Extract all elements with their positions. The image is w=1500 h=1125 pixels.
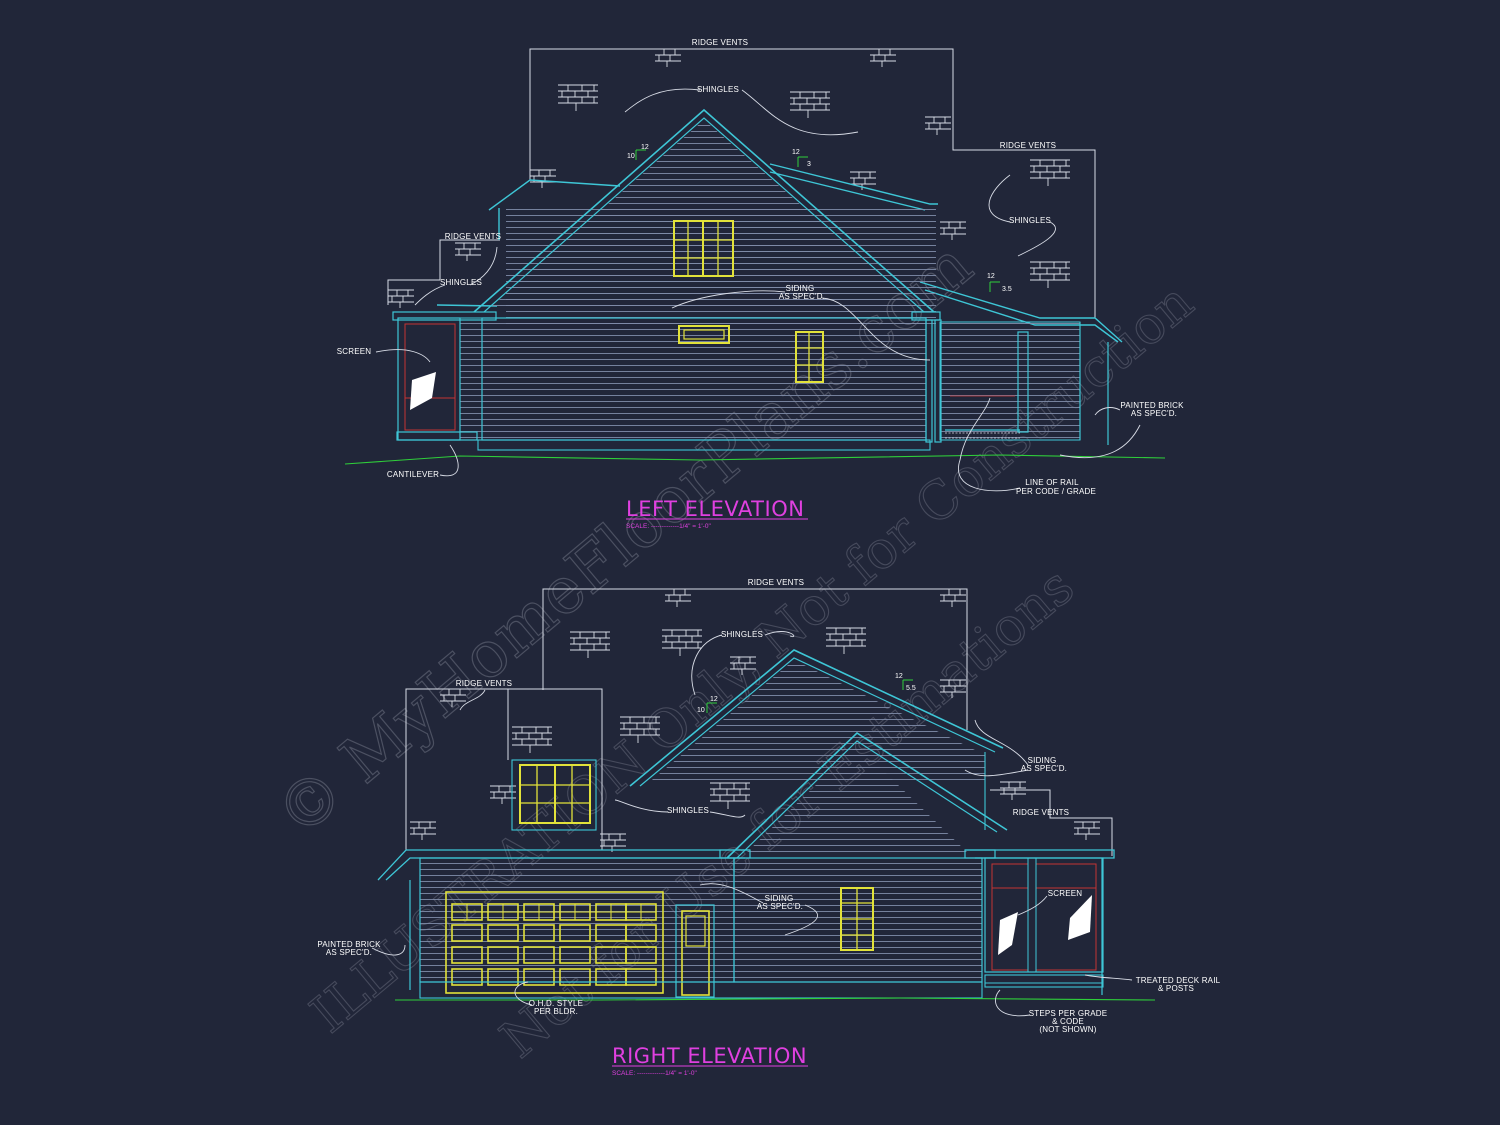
left-roof-outline	[387, 48, 1096, 318]
left-pitch-right-run: 12	[987, 273, 995, 280]
right-service-door	[675, 904, 715, 998]
left-label-ridge-vents-right: RIDGE VENTS	[1000, 141, 1056, 150]
right-main-wall	[733, 857, 983, 983]
right-pitch-symbols	[706, 679, 913, 713]
right-label-siding-right: SIDING	[1028, 756, 1057, 765]
right-upper-gable	[629, 649, 1004, 830]
left-label-siding: SIDING	[786, 284, 815, 293]
right-label-per-bldr: PER BLDR.	[534, 1007, 578, 1016]
left-foundation	[477, 439, 931, 451]
right-label-steps: STEPS PER GRADE	[1029, 1009, 1108, 1018]
right-label-ridge-vents-right: RIDGE VENTS	[1013, 808, 1069, 817]
left-main-gable	[473, 108, 935, 313]
left-grade-line	[344, 454, 1166, 465]
right-elevation-scale: SCALE: -------------1/4" = 1'-0"	[612, 1070, 697, 1077]
left-label-screen: SCREEN	[337, 347, 372, 356]
left-pitch-mid-rise: 3	[807, 161, 811, 168]
left-deck-rail	[945, 432, 1020, 439]
right-label-shingles-mid: SHINGLES	[667, 806, 709, 815]
left-label-painted-brick-spec: AS SPEC'D.	[1131, 409, 1177, 418]
left-elevation-title: LEFT ELEVATION	[626, 497, 804, 521]
left-pitch-main-rise: 10	[627, 153, 635, 160]
right-label-treated-deck: TREATED DECK RAIL	[1136, 976, 1221, 985]
left-leaders	[375, 88, 1141, 492]
right-grade-line	[395, 997, 1156, 1001]
right-label-screen: SCREEN	[1048, 889, 1083, 898]
left-transom-window	[678, 325, 730, 344]
left-side-window	[795, 331, 824, 383]
right-label-siding-right-spec: AS SPEC'D.	[1021, 764, 1067, 773]
left-pitch-main-run: 12	[641, 144, 649, 151]
right-pitch-right-run: 12	[895, 673, 903, 680]
right-label-ohd: O.H.D. STYLE	[529, 999, 583, 1008]
right-side-window	[840, 887, 874, 951]
right-label-ridge-vents-left: RIDGE VENTS	[456, 679, 512, 688]
left-pitch-symbols	[635, 149, 1000, 292]
right-label-shingles-top: SHINGLES	[721, 630, 763, 639]
right-pitch-main-run: 12	[710, 696, 718, 703]
right-dormer	[511, 759, 597, 831]
right-pitch-right-rise: 5.5	[906, 685, 916, 692]
right-label-siding-center-spec: AS SPEC'D.	[757, 902, 803, 911]
left-label-ridge-vents-top: RIDGE VENTS	[692, 38, 748, 47]
left-label-painted-brick: PAINTED BRICK	[1120, 401, 1184, 410]
left-label-shingles-left: SHINGLES	[440, 278, 482, 287]
right-label-code: & CODE	[1052, 1017, 1084, 1026]
left-windows	[673, 220, 824, 383]
left-elevation-scale: SCALE: -------------1/4" = 1'-0"	[626, 523, 711, 530]
right-pitch-main-rise: 10	[697, 707, 705, 714]
right-label-painted-brick-spec: AS SPEC'D.	[326, 948, 372, 957]
right-garage-door	[445, 891, 664, 994]
left-main-body	[481, 317, 927, 441]
right-label-posts: & POSTS	[1158, 984, 1194, 993]
right-label-siding-center: SIDING	[765, 894, 794, 903]
left-screen-porch	[397, 317, 461, 441]
left-label-per-code-grade: PER CODE / GRADE	[1016, 487, 1096, 496]
left-upper-window	[673, 220, 734, 277]
right-roof-outline	[405, 588, 1113, 856]
left-label-line-of-rail: LINE OF RAIL	[1025, 478, 1079, 487]
left-pitch-right-rise: 3.5	[1002, 286, 1012, 293]
right-foundation	[419, 974, 1104, 999]
left-label-cantilever: CANTILEVER	[387, 470, 439, 479]
right-elevation: 12 10 12 5.5 RIDGE VENTS SHINGLES RIDGE …	[317, 578, 1220, 1077]
right-screen-porch	[984, 857, 1104, 973]
left-beams	[392, 311, 1109, 445]
right-leaders	[371, 631, 1133, 1017]
left-label-shingles-right: SHINGLES	[1009, 216, 1051, 225]
right-label-painted-brick: PAINTED BRICK	[317, 940, 381, 949]
left-porch-siding	[459, 317, 483, 441]
right-label-ridge-vents-top: RIDGE VENTS	[748, 578, 804, 587]
right-label-not-shown: (NOT SHOWN)	[1039, 1025, 1096, 1034]
left-elevation: 12 10 12 3 12 3.5 RIDGE VENTS SHINGLES R…	[337, 38, 1184, 530]
left-label-shingles-top: SHINGLES	[697, 85, 739, 94]
right-elevation-title: RIGHT ELEVATION	[612, 1044, 807, 1068]
left-right-wing	[939, 321, 1081, 441]
right-lower-gable	[726, 731, 1008, 859]
left-pitch-mid-run: 12	[792, 149, 800, 156]
left-label-ridge-vents-left: RIDGE VENTS	[445, 232, 501, 241]
left-label-siding-spec: AS SPEC'D.	[779, 292, 825, 301]
